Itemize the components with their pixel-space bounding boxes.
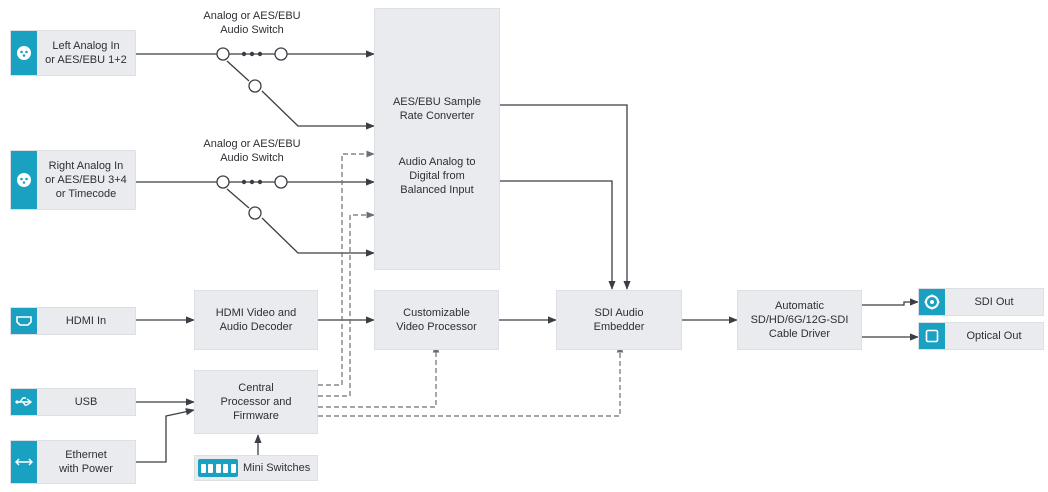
optical-output-label: Optical Out <box>966 330 1022 342</box>
left-analog-input: Left Analog In or AES/EBU 1+2 <box>10 30 136 76</box>
usb-input: USB <box>10 388 136 416</box>
sdi-embedder-block: SDI Audio Embedder <box>556 290 682 350</box>
mini-switches: Mini Switches <box>194 455 318 481</box>
usb-icon <box>11 389 37 415</box>
optical-port-icon <box>919 323 945 349</box>
cable-driver-block: Automatic SD/HD/6G/12G-SDI Cable Driver <box>737 290 862 350</box>
left-analog-label: Left Analog In or AES/EBU 1+2 <box>45 40 127 66</box>
top-audio-switch-caption: Analog or AES/EBU Audio Switch <box>203 10 301 36</box>
sdi-output: SDI Out <box>918 288 1044 316</box>
hdmi-input-label: HDMI In <box>65 315 107 327</box>
bottom-audio-switch-caption: Analog or AES/EBU Audio Switch <box>203 138 301 164</box>
usb-label: USB <box>74 396 98 408</box>
audio-converter-block: AES/EBU Sample Rate Converter Audio Anal… <box>374 8 500 270</box>
optical-output: Optical Out <box>918 322 1044 350</box>
right-analog-input: Right Analog In or AES/EBU 3+4 or Timeco… <box>10 150 136 210</box>
sample-rate-converter-label: AES/EBU Sample Rate Converter <box>392 96 482 122</box>
ethernet-input: Ethernet with Power <box>10 440 136 484</box>
xlr-connector-icon <box>11 151 37 209</box>
mini-switches-label: Mini Switches <box>243 462 311 474</box>
hdmi-decoder-block: HDMI Video and Audio Decoder <box>194 290 318 350</box>
ethernet-label: Ethernet with Power <box>59 449 113 475</box>
hdmi-input: HDMI In <box>10 307 136 335</box>
hdmi-port-icon <box>11 308 37 334</box>
audio-analog-label: Audio Analog to Digital from Balanced In… <box>398 156 476 196</box>
video-processor-block: Customizable Video Processor <box>374 290 499 350</box>
sdi-output-label: SDI Out <box>974 296 1014 308</box>
xlr-connector-icon <box>11 31 37 75</box>
ethernet-arrows-icon <box>11 441 37 483</box>
bnc-connector-icon <box>919 289 945 315</box>
dip-switch-icon <box>198 459 238 477</box>
right-analog-label: Right Analog In or AES/EBU 3+4 or Timeco… <box>45 160 127 200</box>
central-processor-block: Central Processor and Firmware <box>194 370 318 434</box>
